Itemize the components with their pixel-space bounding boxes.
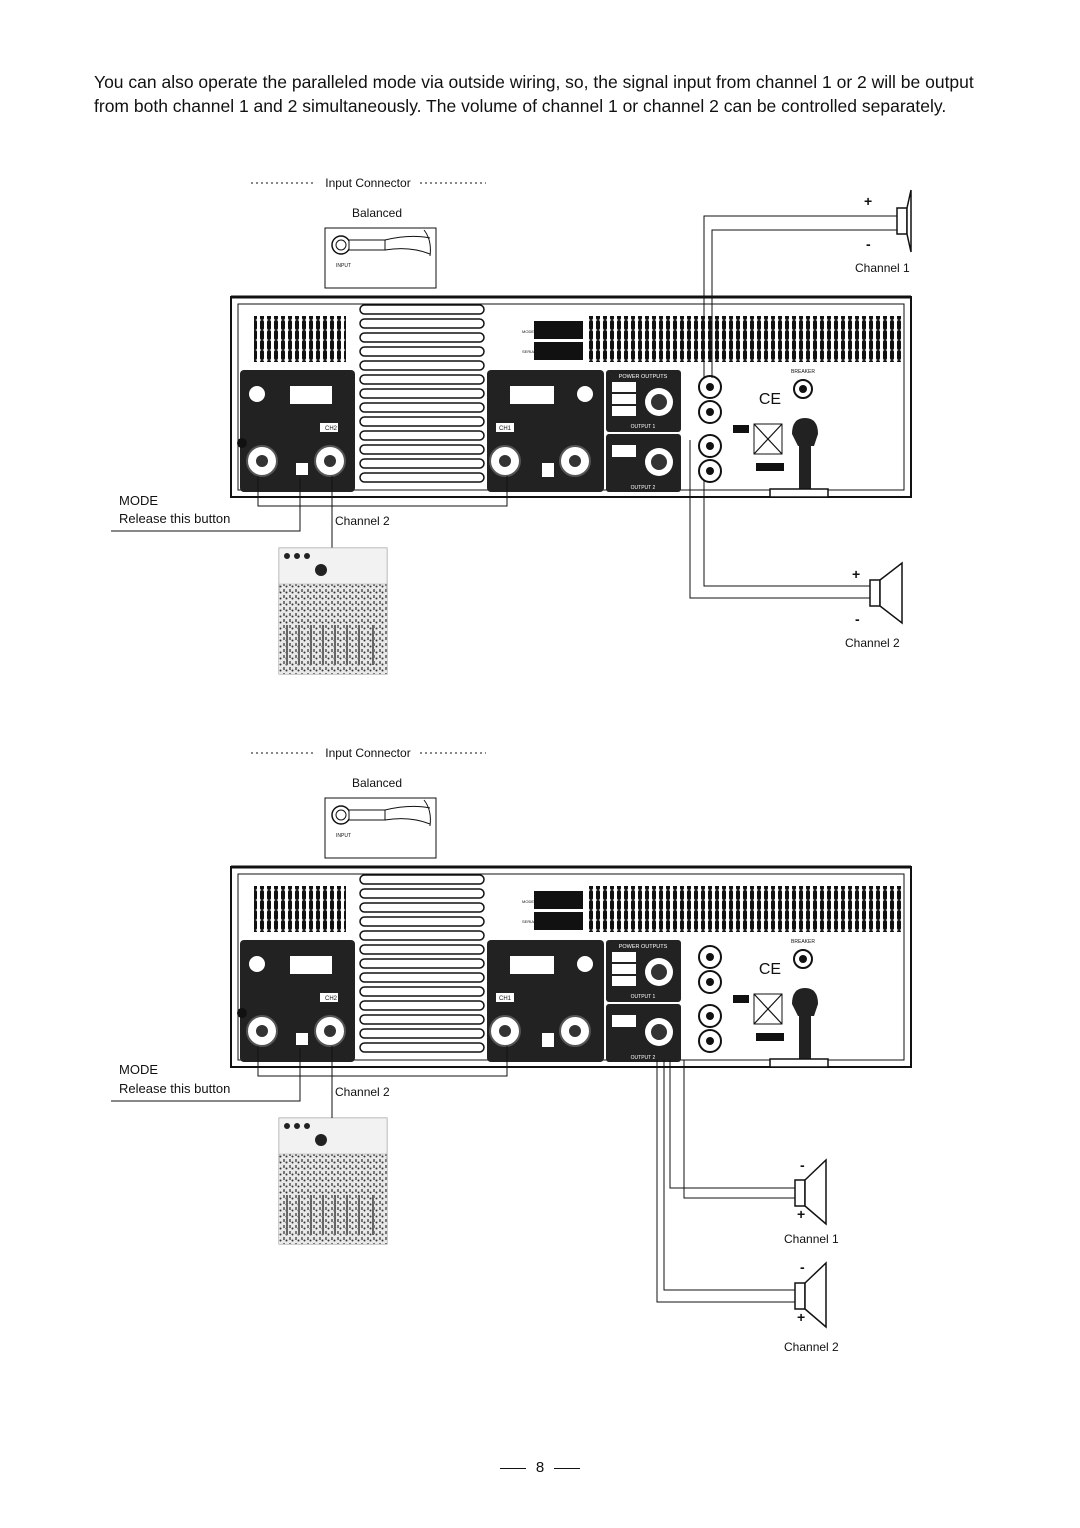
ce-mark: CE xyxy=(759,961,781,978)
footer-rule-right xyxy=(554,1467,581,1469)
channel-wire-label: Channel 2 xyxy=(335,514,390,528)
power-outputs-label: POWER OUTPUTS xyxy=(619,944,668,950)
serial-label: SERIAL xyxy=(522,919,537,924)
plus-sign: + xyxy=(852,566,860,582)
input-connector-title: Input Connector xyxy=(325,746,410,760)
ch1-label: CH1 xyxy=(499,996,512,1002)
speaker-ch1-label: Channel 1 xyxy=(855,261,910,275)
breaker-label: BREAKER xyxy=(791,939,815,945)
connector-port-label: INPUT xyxy=(336,263,351,269)
ch1-label: CH1 xyxy=(499,426,512,432)
plus-sign: + xyxy=(797,1206,805,1222)
minus-sign: - xyxy=(800,1157,805,1173)
release-button-label: Release this button xyxy=(119,1081,230,1096)
release-button-label: Release this button xyxy=(119,511,230,526)
plus-sign: + xyxy=(864,193,872,209)
output1-label: OUTPUT 1 xyxy=(631,994,656,1000)
page-number: 8 xyxy=(535,1459,545,1476)
output2-label: OUTPUT 2 xyxy=(631,485,656,491)
speaker-ch1-label: Channel 1 xyxy=(784,1232,839,1246)
minus-sign: - xyxy=(855,611,860,627)
mixer-console xyxy=(278,1117,388,1245)
ce-mark: CE xyxy=(759,391,781,408)
diagram-bottom: Input Connector Balanced INPUT CH2 CH1 P… xyxy=(111,746,913,1354)
page-footer: 8 xyxy=(0,1459,1080,1476)
ch2-label: CH2 xyxy=(325,996,338,1002)
balanced-label: Balanced xyxy=(352,776,402,790)
connector-port-label: INPUT xyxy=(336,833,351,839)
intro-paragraph: You can also operate the paralleled mode… xyxy=(94,72,974,116)
speaker-ch2-label: Channel 2 xyxy=(784,1340,839,1354)
channel-wire-label: Channel 2 xyxy=(335,1085,390,1099)
mode-label: MODE xyxy=(119,1062,158,1077)
plus-sign: + xyxy=(797,1309,805,1325)
speaker-ch1-icon xyxy=(794,1158,827,1226)
serial-label: SERIAL xyxy=(522,349,537,354)
mixer-console xyxy=(278,547,388,675)
footer-rule-left xyxy=(499,1467,526,1469)
minus-sign: - xyxy=(800,1259,805,1275)
ch2-label: CH2 xyxy=(325,426,338,432)
model-label: MODEL xyxy=(522,329,537,334)
balanced-label: Balanced xyxy=(352,206,402,220)
input-connector-title: Input Connector xyxy=(325,176,410,190)
speaker-ch1-icon xyxy=(896,189,912,253)
mode-label: MODE xyxy=(119,493,158,508)
amplifier-rear-panel xyxy=(229,865,913,1069)
model-label: MODEL xyxy=(522,899,537,904)
xlr-connector-icon xyxy=(324,797,437,859)
speaker-ch2-icon xyxy=(869,561,903,625)
output2-label: OUTPUT 2 xyxy=(631,1055,656,1061)
speaker-ch2-icon xyxy=(794,1261,827,1329)
output1-label: OUTPUT 1 xyxy=(631,424,656,430)
speaker-ch2-label: Channel 2 xyxy=(845,636,900,650)
xlr-connector-icon xyxy=(324,227,437,289)
breaker-label: BREAKER xyxy=(791,369,815,375)
power-outputs-label: POWER OUTPUTS xyxy=(619,374,668,380)
amplifier-rear-panel xyxy=(229,295,913,499)
diagram-top: Input Connector Balanced INPUT CH2 CH1 P… xyxy=(111,176,913,675)
minus-sign: - xyxy=(866,236,871,252)
